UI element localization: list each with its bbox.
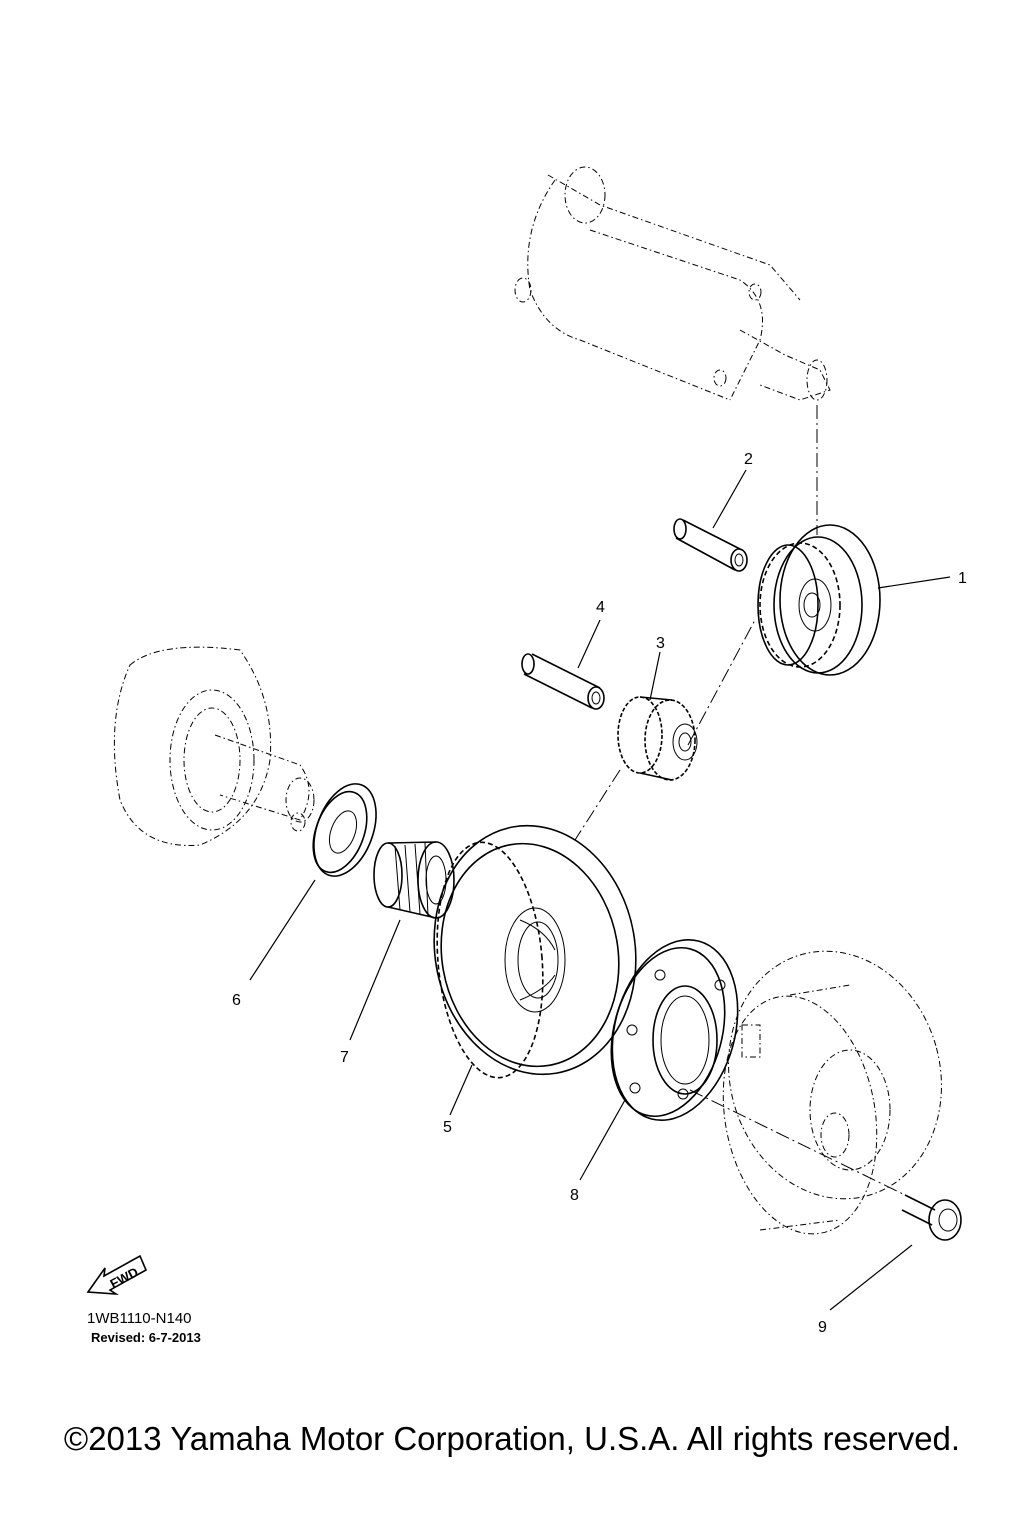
callout-4: 4 [596, 599, 605, 616]
part-4-shaft [521, 653, 605, 710]
callout-2: 2 [744, 451, 753, 468]
fwd-label: FWD [108, 1264, 141, 1291]
callout-1: 1 [958, 570, 967, 587]
part-code: 1WB1110-N140 [87, 1310, 192, 1327]
part-5-starter-wheel [433, 824, 637, 1079]
fwd-arrow-icon: FWD [86, 1254, 148, 1296]
part-3-gear [617, 696, 698, 781]
copyright-notice: ©2013 Yamaha Motor Corporation, U.S.A. A… [63, 1420, 961, 1457]
flywheel-reference [722, 950, 942, 1235]
callout-7: 7 [340, 1049, 349, 1066]
alignment-line-bolt [689, 1089, 906, 1196]
callout-5: 5 [443, 1119, 452, 1136]
part-1-gear [757, 524, 881, 676]
callout-9: 9 [818, 1319, 827, 1336]
part-2-shaft [673, 518, 748, 572]
revised-date: Revised: 6-7-2013 [91, 1330, 201, 1345]
callout-6: 6 [232, 992, 241, 1009]
part-9-bolt [901, 1194, 962, 1241]
starter-motor [514, 166, 831, 401]
leader-lines [249, 469, 951, 1311]
part-7-bearing [373, 841, 455, 919]
alignment-line-idler [574, 769, 621, 841]
callout-3: 3 [656, 635, 665, 652]
part-8-clutch [610, 938, 739, 1122]
part-6-washer [312, 783, 377, 877]
callout-8: 8 [570, 1187, 579, 1204]
alignment-line-gear [687, 619, 756, 746]
crankcase-reference [113, 646, 315, 846]
